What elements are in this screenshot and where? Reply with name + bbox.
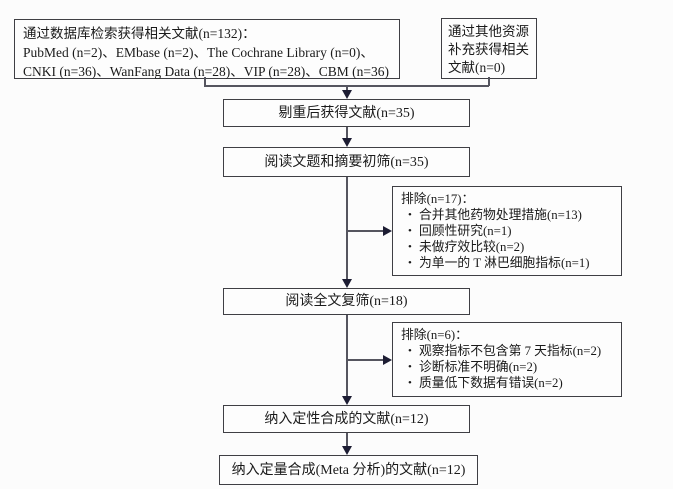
excluded-second-item: • 质量低下数据有错误(n=2): [401, 375, 613, 391]
excluded-second-item: • 诊断标准不明确(n=2): [401, 359, 613, 375]
bullet-icon: •: [408, 377, 412, 389]
box-excluded-second: 排除(n=6)： • 观察指标不包含第 7 天指标(n=2) • 诊断标准不明确…: [392, 322, 622, 397]
arrow-dedup-to-screen1: [346, 127, 348, 139]
arrowhead-right-icon: [383, 355, 392, 365]
branch-to-excluded-second: [347, 359, 384, 361]
bullet-icon: •: [408, 361, 412, 373]
database-search-line2: PubMed (n=2)、EMbase (n=2)、The Cochrane L…: [23, 45, 374, 60]
box-dedup: 剔重后获得文献(n=35): [223, 99, 470, 127]
box-fulltext-screen: 阅读全文复筛(n=18): [223, 288, 470, 315]
bullet-icon: •: [408, 241, 412, 253]
excluded-first-title: 排除(n=17)：: [401, 192, 475, 206]
excluded-second-item: • 观察指标不包含第 7 天指标(n=2): [401, 343, 613, 359]
excluded-first-item-text: 未做疗效比较(n=2): [419, 240, 525, 254]
arrowhead-down-icon: [342, 279, 352, 288]
excluded-first-item: • 回顾性研究(n=1): [401, 223, 613, 239]
excluded-first-item: • 合并其他药物处理措施(n=13): [401, 207, 613, 223]
other-sources-line3: 文献(n=0): [448, 60, 506, 75]
box-excluded-first: 排除(n=17)： • 合并其他药物处理措施(n=13) • 回顾性研究(n=1…: [392, 186, 622, 276]
excluded-first-item: • 为单一的 T 淋巴细胞指标(n=1): [401, 255, 613, 271]
arrow-fulltext-to-qualitative: [346, 315, 348, 397]
dedup-label: 剔重后获得文献(n=35): [278, 105, 415, 121]
excluded-first-item-text: 为单一的 T 淋巴细胞指标(n=1): [419, 256, 590, 270]
bullet-icon: •: [408, 209, 412, 221]
arrow-screen1-to-fulltext: [346, 177, 348, 280]
arrowhead-down-icon: [342, 396, 352, 405]
database-search-line1: 通过数据库检索获得相关文献(n=132)：: [23, 26, 256, 41]
other-sources-line1: 通过其他资源: [448, 24, 529, 39]
connector-merge-drop: [346, 85, 348, 92]
bullet-icon: •: [408, 345, 412, 357]
other-sources-line2: 补充获得相关: [448, 42, 529, 57]
connector-right-stub: [488, 77, 490, 86]
box-qualitative: 纳入定性合成的文献(n=12): [223, 405, 470, 433]
database-search-line3: CNKI (n=36)、WanFang Data (n=28)、VIP (n=2…: [23, 64, 389, 79]
box-other-sources: 通过其他资源 补充获得相关 文献(n=0): [441, 18, 537, 79]
box-database-search: 通过数据库检索获得相关文献(n=132)： PubMed (n=2)、EMbas…: [14, 19, 400, 79]
quantitative-label: 纳入定量合成(Meta 分析)的文献(n=12): [231, 462, 466, 478]
box-title-abstract-screen: 阅读文题和摘要初筛(n=35): [223, 147, 470, 177]
bullet-icon: •: [408, 225, 412, 237]
bullet-icon: •: [408, 257, 412, 269]
arrowhead-down-icon: [342, 90, 352, 99]
arrowhead-down-icon: [342, 446, 352, 455]
excluded-first-item: • 未做疗效比较(n=2): [401, 239, 613, 255]
excluded-first-item-text: 合并其他药物处理措施(n=13): [419, 208, 582, 222]
arrow-qualitative-to-quantitative: [346, 433, 348, 447]
excluded-first-item-text: 回顾性研究(n=1): [419, 224, 512, 238]
excluded-second-item-text: 观察指标不包含第 7 天指标(n=2): [419, 344, 602, 358]
arrowhead-right-icon: [383, 226, 392, 236]
qualitative-label: 纳入定性合成的文献(n=12): [264, 411, 429, 427]
box-quantitative: 纳入定量合成(Meta 分析)的文献(n=12): [219, 455, 478, 485]
excluded-second-title: 排除(n=6)：: [401, 328, 468, 342]
branch-to-excluded-first: [347, 230, 384, 232]
title-abstract-screen-label: 阅读文题和摘要初筛(n=35): [264, 154, 429, 170]
excluded-second-item-text: 诊断标准不明确(n=2): [419, 360, 538, 374]
connector-left-stub: [204, 77, 206, 86]
excluded-second-item-text: 质量低下数据有错误(n=2): [419, 376, 563, 390]
fulltext-screen-label: 阅读全文复筛(n=18): [285, 294, 408, 309]
arrowhead-down-icon: [342, 138, 352, 147]
